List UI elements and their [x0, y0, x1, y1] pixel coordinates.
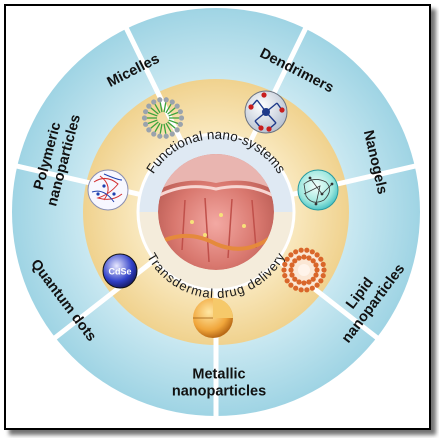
quantum-dot-label: CdSe — [108, 267, 131, 277]
quantum-dot-icon: CdSe — [102, 253, 138, 289]
micelle-icon — [141, 97, 185, 139]
polymeric-nanoparticle-icon — [87, 169, 129, 211]
segment-divider — [52, 258, 157, 341]
dendrimer-icon — [244, 90, 288, 134]
metallic-nanoparticle-icon — [193, 298, 233, 338]
segment-divider — [123, 25, 185, 143]
lipid-nanoparticle-icon — [281, 247, 327, 293]
nanogel-icon — [297, 169, 339, 211]
